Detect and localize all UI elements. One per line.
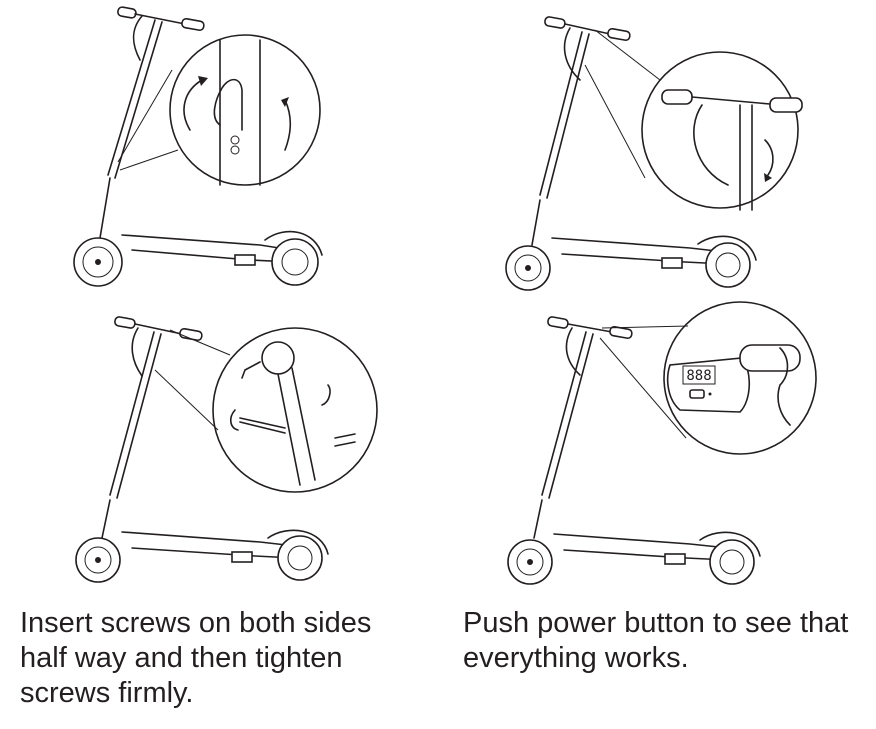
scooter-drawing — [75, 316, 378, 583]
scooter-drawing: 888 — [507, 301, 817, 585]
step-illustration-fold-lever — [60, 0, 400, 300]
step-illustration-handlebar — [490, 10, 840, 300]
scooter-drawing — [505, 16, 803, 291]
instruction-caption-power: Push power button to see that everything… — [463, 607, 849, 674]
step-illustration-insert-screws — [60, 310, 400, 595]
instruction-caption-screws: Insert screws on both sides half way and… — [20, 607, 372, 709]
step-illustration-power-button: 888 — [490, 300, 860, 595]
scooter-drawing — [73, 6, 323, 287]
display-digits: 888 — [686, 368, 711, 384]
